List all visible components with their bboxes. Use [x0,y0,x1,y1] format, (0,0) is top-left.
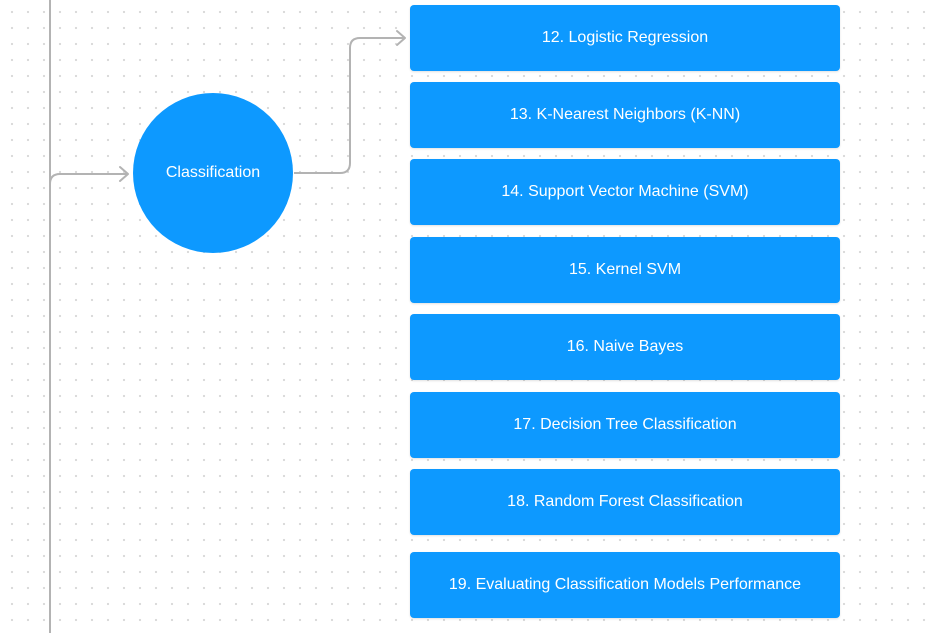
topic-label: 14. Support Vector Machine (SVM) [501,183,749,200]
topic-evaluating-classification-models[interactable]: 19. Evaluating Classification Models Per… [410,552,840,618]
topic-naive-bayes[interactable]: 16. Naive Bayes [410,314,840,380]
topic-label: 17. Decision Tree Classification [513,416,737,433]
topic-random-forest-classification[interactable]: 18. Random Forest Classification [410,469,840,535]
connector-to-hub [49,173,128,193]
classification-node[interactable]: Classification [133,93,293,253]
connector-hub-to-topics [294,37,405,174]
topic-k-nearest-neighbors[interactable]: 13. K-Nearest Neighbors (K-NN) [410,82,840,148]
topic-label: 15. Kernel SVM [568,261,682,278]
topic-label: 13. K-Nearest Neighbors (K-NN) [509,106,741,123]
topic-support-vector-machine[interactable]: 14. Support Vector Machine (SVM) [410,159,840,225]
topic-kernel-svm[interactable]: 15. Kernel SVM [410,237,840,303]
topic-label: 18. Random Forest Classification [507,493,743,510]
topic-logistic-regression[interactable]: 12. Logistic Regression [410,5,840,71]
topic-label: 16. Naive Bayes [566,338,684,355]
topic-decision-tree-classification[interactable]: 17. Decision Tree Classification [410,392,840,458]
topic-label: 12. Logistic Regression [541,29,709,46]
topic-label: 19. Evaluating Classification Models Per… [448,576,802,593]
connector-to-hub-arrowhead [119,166,129,182]
connector-hub-to-topics-arrowhead [396,30,406,46]
classification-node-label: Classification [165,164,261,181]
